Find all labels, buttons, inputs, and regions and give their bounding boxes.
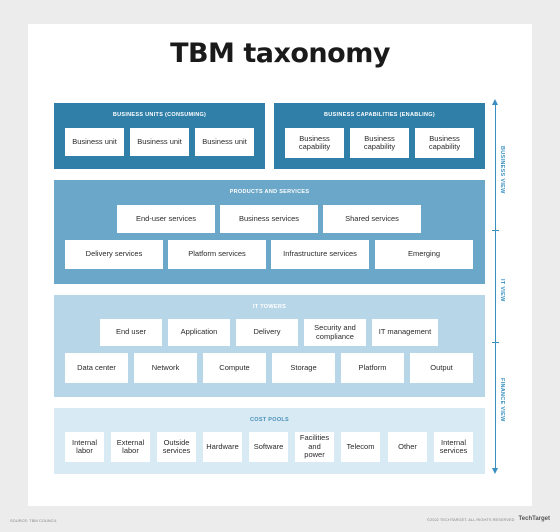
- tower-box: Storage: [272, 353, 335, 383]
- tower-box: Data center: [65, 353, 128, 383]
- service-box: Emerging: [375, 240, 473, 269]
- copyright-text: ©2022 TECHTARGET. ALL RIGHTS RESERVED: [427, 516, 515, 522]
- page-title: TBM taxonomy: [170, 38, 390, 69]
- service-box: Shared services: [323, 205, 421, 233]
- service-box: Infrastructure services: [271, 240, 369, 269]
- service-box: Delivery services: [65, 240, 163, 269]
- cost-pool-box: Hardware: [203, 432, 242, 462]
- business-capability-box: Business capability: [285, 128, 344, 158]
- tower-box: Delivery: [236, 319, 298, 346]
- tower-box: End user: [100, 319, 162, 346]
- business-capability-box: Business capability: [415, 128, 474, 158]
- cost-pool-box: Software: [249, 432, 288, 462]
- cost-pool-box: Telecom: [341, 432, 380, 462]
- service-box: Business services: [220, 205, 318, 233]
- cost-pool-box: Outside services: [157, 432, 196, 462]
- business-capabilities-band: BUSINESS CAPABILITIES (ENABLING) Busines…: [274, 103, 485, 169]
- business-unit-box: Business unit: [65, 128, 124, 156]
- cost-pool-box: Facilities and power: [295, 432, 334, 462]
- cost-pools-header: COST POOLS: [249, 417, 290, 423]
- finance-view-label: FINANCE VIEW: [499, 378, 505, 422]
- tower-box: Platform: [341, 353, 404, 383]
- tower-box: IT management: [372, 319, 438, 346]
- it-view-label: IT VIEW: [499, 278, 505, 302]
- it-towers-band: IT TOWERS End user Application Delivery …: [54, 295, 485, 397]
- products-services-band: PRODUCTS AND SERVICES End-user services …: [54, 180, 485, 284]
- tower-box: Security and compliance: [304, 319, 366, 346]
- axis-tick: [492, 342, 499, 343]
- cost-pool-box: Internal services: [434, 432, 473, 462]
- tower-box: Application: [168, 319, 230, 346]
- tower-box: Output: [410, 353, 473, 383]
- cost-pool-box: Other: [388, 432, 427, 462]
- tower-box: Network: [134, 353, 197, 383]
- cost-pool-box: External labor: [111, 432, 150, 462]
- service-box: Platform services: [168, 240, 266, 269]
- copyright-footer: ©2022 TECHTARGET. ALL RIGHTS RESERVED Te…: [427, 516, 550, 522]
- arrow-up-icon: [492, 99, 498, 105]
- business-capabilities-header: BUSINESS CAPABILITIES (ENABLING): [324, 112, 435, 118]
- business-units-band: BUSINESS UNITS (CONSUMING) Business unit…: [54, 103, 265, 169]
- axis-tick: [492, 230, 499, 231]
- business-unit-box: Business unit: [195, 128, 254, 156]
- cost-pool-box: Internal labor: [65, 432, 104, 462]
- business-units-header: BUSINESS UNITS (CONSUMING): [112, 112, 207, 118]
- service-box: End-user services: [117, 205, 215, 233]
- arrow-down-icon: [492, 468, 498, 474]
- products-services-header: PRODUCTS AND SERVICES: [229, 189, 310, 195]
- brand-logo: TechTarget: [518, 516, 550, 522]
- business-view-label: BUSINESS VIEW: [499, 146, 505, 194]
- business-capability-box: Business capability: [350, 128, 409, 158]
- source-credit: SOURCE: TBM COUNCIL: [10, 518, 57, 523]
- view-axis-line: [495, 104, 496, 470]
- business-unit-box: Business unit: [130, 128, 189, 156]
- it-towers-header: IT TOWERS: [252, 304, 287, 310]
- cost-pools-band: COST POOLS Internal labor External labor…: [54, 408, 485, 474]
- tower-box: Compute: [203, 353, 266, 383]
